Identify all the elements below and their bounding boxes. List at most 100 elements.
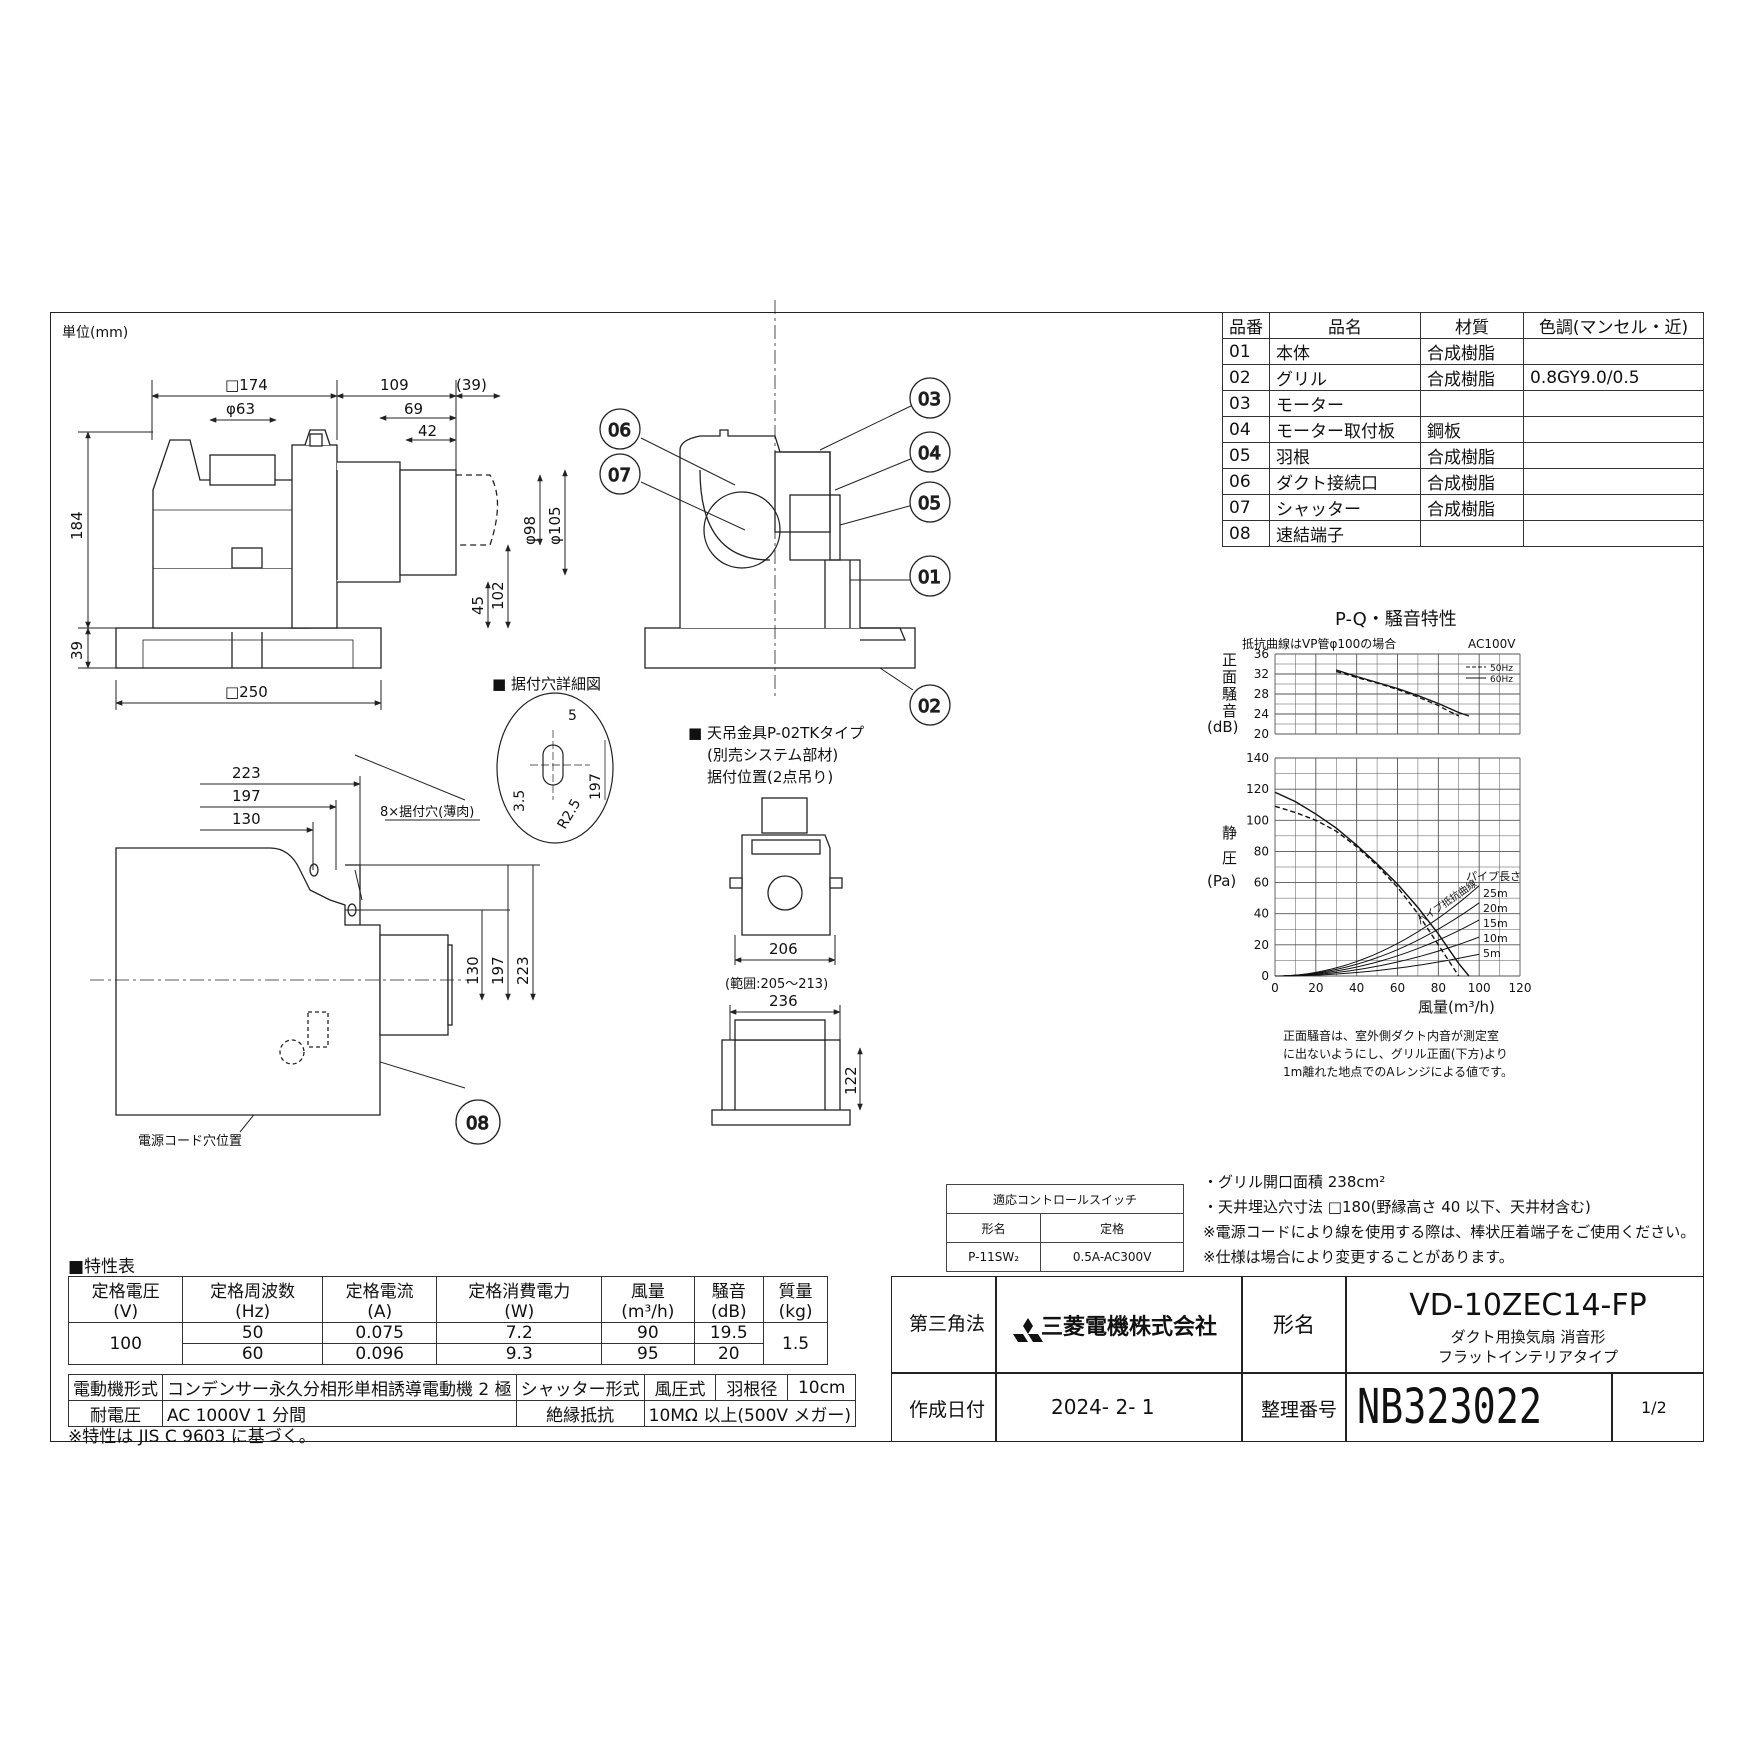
hole-dim-3-5: 3.5 <box>512 790 528 812</box>
bottom-view <box>90 847 470 1116</box>
y-tick: 28 <box>1254 687 1269 701</box>
parts-col-name: 品名 <box>1269 312 1421 339</box>
title-block-grid: 第三角法 三菱電機株式会社 形名 VD-10ZEC14-FP ダクト用換気扇 消… <box>891 1276 1704 1442</box>
drawing-number: NB323022 <box>1357 1379 1542 1435</box>
callout-circles: 03 04 05 01 02 06 07 <box>599 377 951 726</box>
spec-extra-table: 電動機形式 コンデンサー永久分相形単相誘導電動機 2 極 シャッター形式 風圧式… <box>68 1374 857 1427</box>
parts-material: 合成樹脂 <box>1420 442 1524 469</box>
parts-no: 05 <box>1222 442 1270 469</box>
noise-ylabel-char: 正 <box>1222 651 1237 669</box>
pipe-label-15m: 15m <box>1483 917 1508 930</box>
pipe-label-25m: 25m <box>1483 887 1508 900</box>
y-tick: 100 <box>1246 813 1269 827</box>
parts-no: 08 <box>1222 520 1270 547</box>
hanger-range: (範囲:205～213) <box>725 977 828 992</box>
noise-ylabel-char: 音 <box>1222 702 1237 720</box>
plan-vdim-223: 223 <box>514 956 532 985</box>
parts-color <box>1523 520 1704 547</box>
svg-text:08: 08 <box>466 1113 489 1134</box>
pipe-curve-5m <box>1274 953 1480 977</box>
hanger-sub1: (別売システム部材) <box>707 746 838 764</box>
noise-series-60Hz <box>1336 669 1470 717</box>
hanger-view <box>711 797 851 1126</box>
hole-detail-labels: ■ 据付穴詳細図 5 3.5 R2.5 197 <box>492 675 604 832</box>
y-tick: 24 <box>1254 707 1269 721</box>
parts-col-color: 色調(マンセル・近) <box>1523 312 1704 339</box>
chart-note-3: 1m離れた地点でのAレンジによる値です。 <box>1283 1064 1513 1079</box>
spec-mass: 1.5 <box>763 1322 828 1365</box>
parts-name: グリル <box>1269 364 1421 391</box>
parts-header: 品番 品名 材質 色調(マンセル・近) <box>1222 312 1704 339</box>
noise-ylabel-char: 騒 <box>1222 685 1237 703</box>
model-label: 形名 <box>1273 1313 1315 1337</box>
parts-color <box>1523 468 1704 495</box>
company-name: 三菱電機株式会社 <box>1041 1315 1218 1340</box>
noise-ylabel-char: 面 <box>1222 668 1237 686</box>
motor-label: 電動機形式 <box>68 1374 163 1401</box>
plan-holes-label: 8×据付穴(薄肉) <box>380 805 474 820</box>
pipe-title: パイプ長さ <box>1466 870 1521 883</box>
control-switch-model: P-11SW₂ <box>945 1242 1042 1272</box>
spec-cell: 95 <box>601 1343 695 1365</box>
parts-no: 07 <box>1222 494 1270 521</box>
side-view <box>115 429 499 669</box>
callout-06: 06 <box>608 420 631 441</box>
noise-series-50Hz <box>1336 670 1460 717</box>
hanger-sub2: 据付位置(2点吊り) <box>707 768 833 786</box>
sheet-number: 1/2 <box>1641 1398 1667 1417</box>
spec-cell: 0.096 <box>321 1343 438 1365</box>
y-tick: 40 <box>1254 907 1269 921</box>
spec-cell: 7.2 <box>436 1322 603 1344</box>
spec-h-power: 定格消費電力(W) <box>436 1276 603 1323</box>
hanger-title: ■ 天吊金具P-02TKタイプ <box>688 724 864 742</box>
callout-01: 01 <box>918 567 941 588</box>
x-tick: 120 <box>1509 981 1532 995</box>
spec-h-airflow: 風量(m³/h) <box>601 1276 695 1323</box>
parts-material: 鋼板 <box>1420 416 1524 443</box>
number-label: 整理番号 <box>1261 1399 1338 1421</box>
control-switch-h2: 定格 <box>1040 1213 1184 1243</box>
spec-h-voltage: 定格電圧(V) <box>67 1276 184 1323</box>
pq-series-50Hz <box>1274 805 1460 977</box>
pq-ylabel-unit: (Pa) <box>1207 872 1236 890</box>
hole-detail <box>496 692 614 844</box>
chart-title: P-Q・騒音特性 <box>1335 609 1457 630</box>
control-switch-title: 適応コントロールスイッチ <box>946 1184 1184 1214</box>
hanger-dim-236: 236 <box>769 992 798 1010</box>
chart-note-2: に出ないようにし、グリル正面(下方)より <box>1283 1046 1508 1061</box>
dim-39: 39 <box>68 641 86 660</box>
withstand-value: AC 1000V 1 分間 <box>162 1400 517 1427</box>
x-tick: 40 <box>1349 981 1364 995</box>
spec-cell: 9.3 <box>436 1343 603 1365</box>
plan-dim-130: 130 <box>232 810 261 828</box>
y-tick: 120 <box>1246 782 1269 796</box>
spec-voltage: 100 <box>67 1322 184 1365</box>
parts-col-no: 品番 <box>1222 312 1270 339</box>
notes: ・グリル開口面積 238cm² ・天井埋込穴寸法 □180(野縁高さ 40 以下… <box>1203 1170 1695 1270</box>
chart-subtitle: 抵抗曲線はVP管φ100の場合 <box>1242 636 1396 651</box>
hanger-dim-206: 206 <box>769 940 798 958</box>
plan-dim-223: 223 <box>232 764 261 782</box>
parts-name: 本体 <box>1269 338 1421 365</box>
dim-105: φ105 <box>546 506 564 545</box>
legend-60Hz: 60Hz <box>1490 675 1513 685</box>
control-switch-rating: 0.5A-AC300V <box>1040 1242 1184 1272</box>
pq-series-60Hz <box>1274 791 1470 977</box>
parts-name: 速結端子 <box>1269 520 1421 547</box>
dim-63: φ63 <box>226 400 255 418</box>
hole-dim-197: 197 <box>588 773 604 800</box>
shutter-value: 風圧式 <box>643 1374 717 1401</box>
pipe-label-5m: 5m <box>1483 947 1501 960</box>
parts-color: 0.8GY9.0/0.5 <box>1523 364 1704 391</box>
parts-no: 06 <box>1222 468 1270 495</box>
model-desc-1: ダクト用換気扇 消音形 <box>1450 1328 1606 1346</box>
spec-cell: 50 <box>182 1322 323 1344</box>
parts-no: 02 <box>1222 364 1270 391</box>
shutter-label: シャッター形式 <box>515 1374 645 1401</box>
spec-cell: 0.075 <box>321 1322 438 1344</box>
